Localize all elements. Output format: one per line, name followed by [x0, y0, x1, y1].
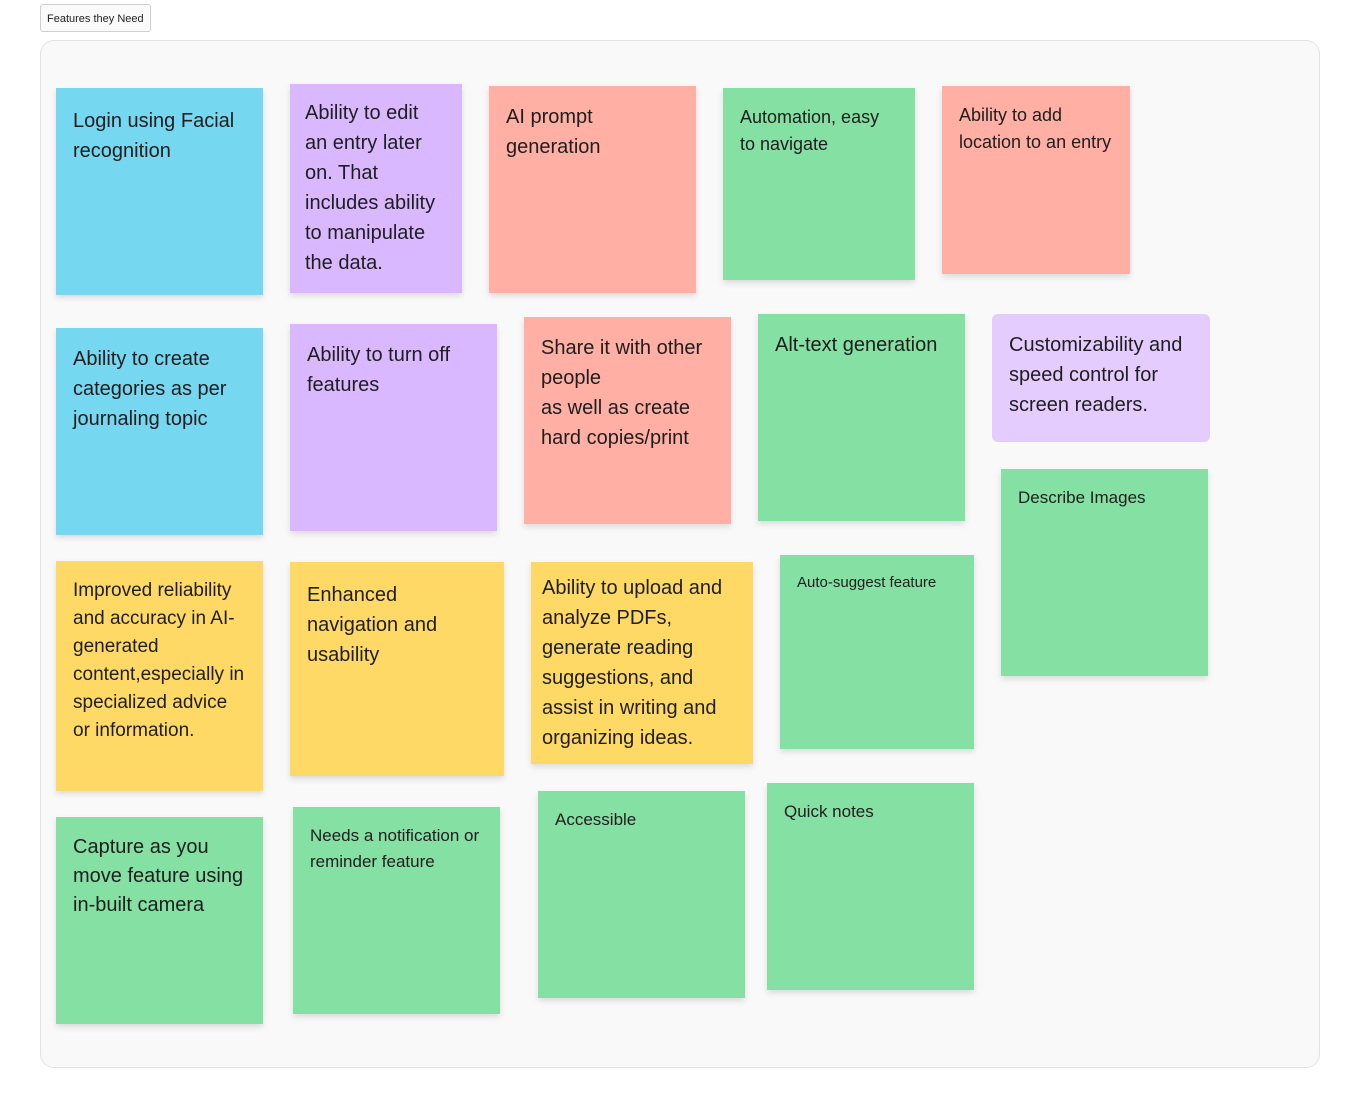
sticky-note[interactable]: Automation, easy to navigate — [723, 88, 915, 280]
sticky-note[interactable]: AI prompt generation — [489, 86, 696, 293]
sticky-note[interactable]: Quick notes — [767, 783, 974, 990]
sticky-note[interactable]: Ability to turn off features — [290, 324, 497, 531]
sticky-note[interactable]: Share it with other people as well as cr… — [524, 317, 731, 524]
sticky-note[interactable]: Customizability and speed control for sc… — [992, 314, 1210, 442]
sticky-note[interactable]: Ability to edit an entry later on. That … — [290, 84, 462, 293]
section-title[interactable]: Features they Need — [40, 4, 151, 32]
sticky-note[interactable]: Auto-suggest feature — [780, 555, 974, 749]
sticky-note[interactable]: Ability to add location to an entry — [942, 86, 1130, 274]
sticky-note[interactable]: Ability to create categories as per jour… — [56, 328, 263, 535]
sticky-note[interactable]: Enhanced navigation and usability — [290, 562, 504, 776]
sticky-note[interactable]: Alt-text generation — [758, 314, 965, 521]
sticky-note[interactable]: Accessible — [538, 791, 745, 998]
sticky-note[interactable]: Ability to upload and analyze PDFs, gene… — [531, 562, 753, 764]
sticky-note[interactable]: Login using Facial recognition — [56, 88, 263, 295]
sticky-note[interactable]: Improved reliability and accuracy in AI-… — [56, 561, 263, 791]
sticky-note[interactable]: Needs a notification or reminder feature — [293, 807, 500, 1014]
sticky-note[interactable]: Describe Images — [1001, 469, 1208, 676]
sticky-note[interactable]: Capture as you move feature using in-bui… — [56, 817, 263, 1024]
